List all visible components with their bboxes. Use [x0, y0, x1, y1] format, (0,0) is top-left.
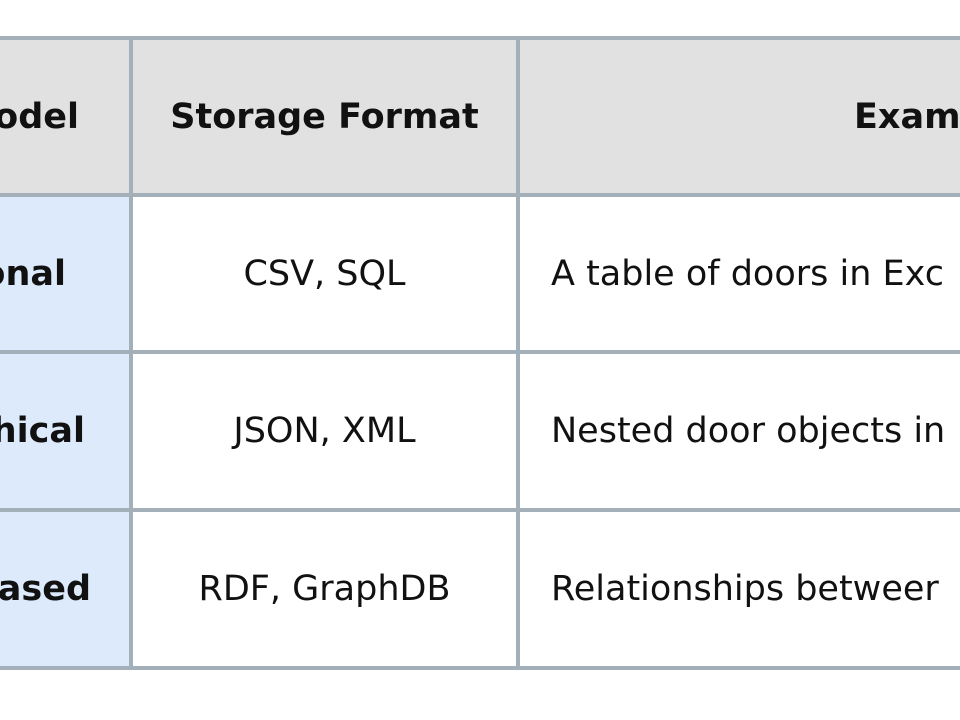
grid-line-header-bottom: [0, 193, 960, 197]
row-2-model-cell: hical: [0, 352, 131, 510]
row-3-example-value: Relationships betweer: [551, 569, 939, 609]
header-storage-format-cell: Storage Format: [131, 38, 518, 195]
row-3-example-cell: Relationships betweer: [518, 510, 960, 668]
row-2-example-cell: Nested door objects in: [518, 352, 960, 510]
row-1-model-label: onal: [0, 253, 66, 294]
grid-line-row-2-bottom: [0, 508, 960, 512]
row-3-storage-format-cell: RDF, GraphDB: [131, 510, 518, 668]
row-1-storage-format-value: CSV, SQL: [243, 253, 406, 294]
row-2-storage-format-value: JSON, XML: [233, 411, 416, 451]
header-model-cell: odel: [0, 38, 131, 195]
row-2-model-label: hical: [0, 411, 85, 451]
grid-line-bottom: [0, 666, 960, 670]
row-3-model-label: ased: [0, 569, 91, 609]
row-2-example-value: Nested door objects in: [551, 411, 946, 451]
row-1-storage-format-cell: CSV, SQL: [131, 195, 518, 352]
grid-line-col-1: [129, 36, 133, 670]
row-3-model-cell: ased: [0, 510, 131, 668]
grid-line-row-1-bottom: [0, 350, 960, 354]
header-model-label: odel: [0, 96, 79, 137]
header-storage-format-label: Storage Format: [170, 96, 479, 137]
row-1-model-cell: onal: [0, 195, 131, 352]
header-example-cell: Examp: [518, 38, 960, 195]
grid-line-col-2: [516, 36, 520, 670]
row-2-storage-format-cell: JSON, XML: [131, 352, 518, 510]
row-1-example-cell: A table of doors in Exc: [518, 195, 960, 352]
grid-line-top: [0, 36, 960, 40]
row-3-storage-format-value: RDF, GraphDB: [198, 569, 451, 609]
row-1-example-value: A table of doors in Exc: [551, 253, 944, 294]
header-example-label: Examp: [854, 96, 960, 137]
